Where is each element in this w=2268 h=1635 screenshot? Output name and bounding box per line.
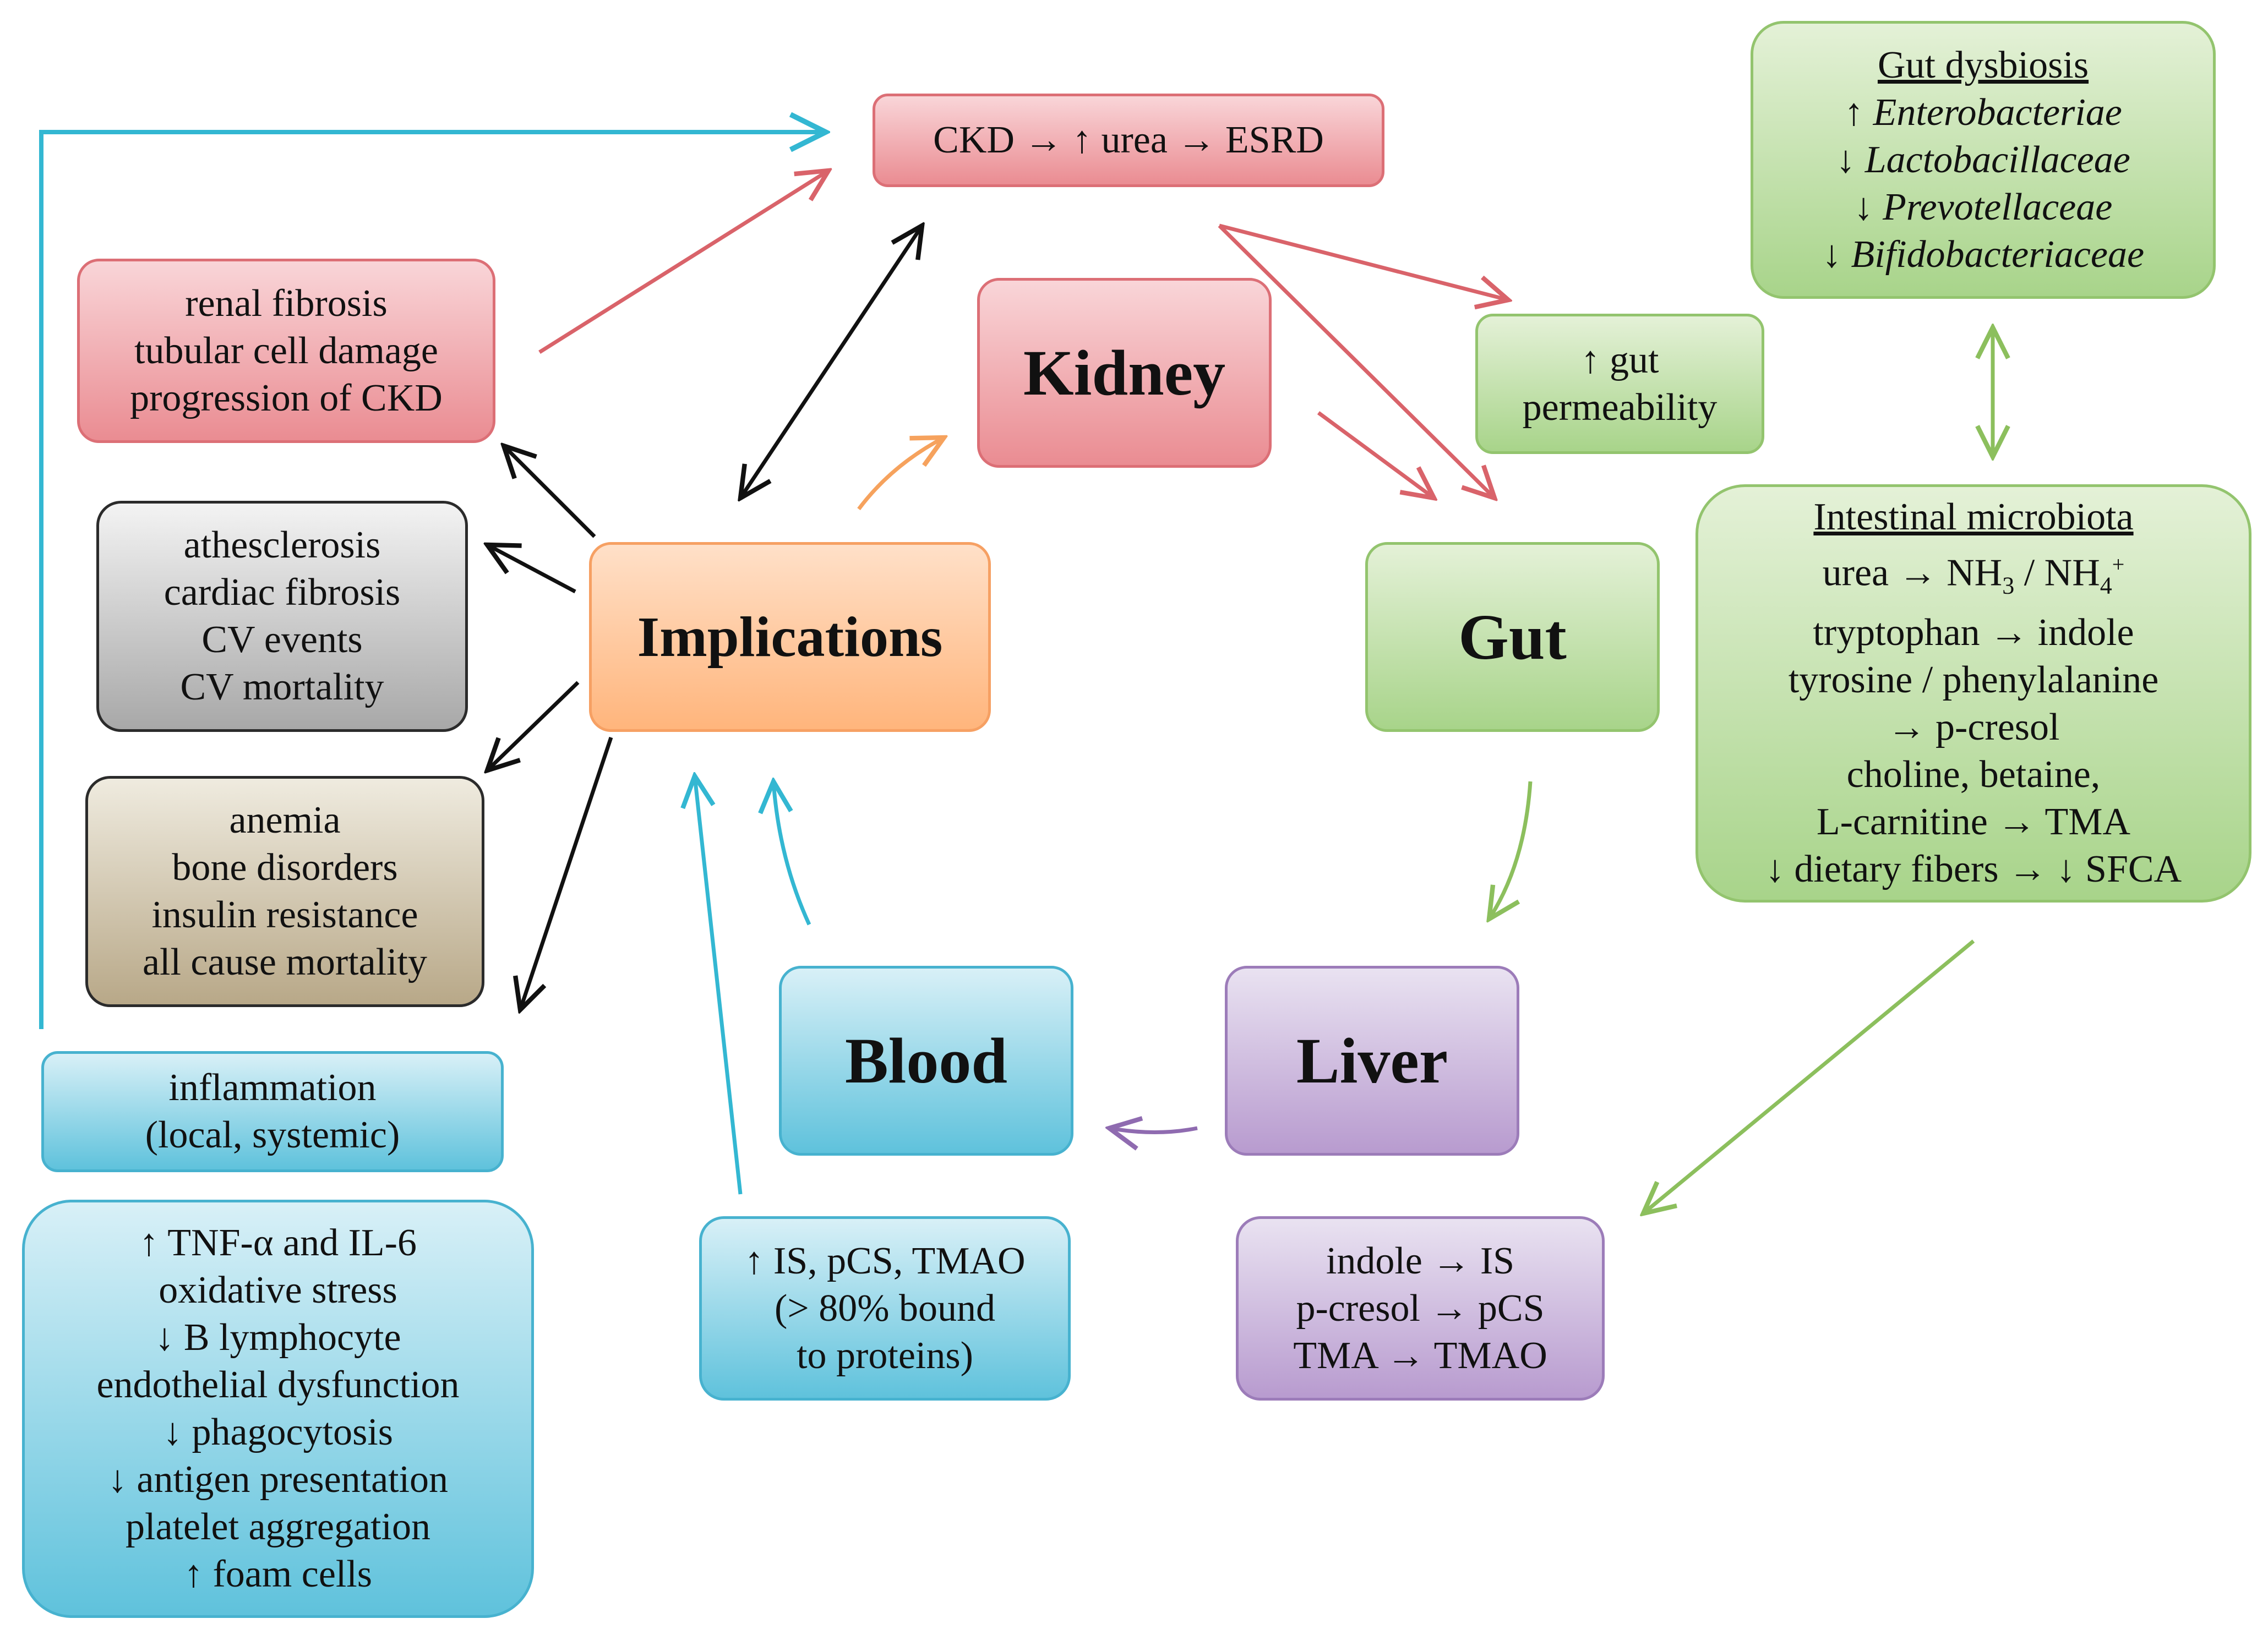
immune-line: oxidative stress (159, 1269, 397, 1311)
conversion-line: p-cresol → pCS (1296, 1287, 1545, 1330)
systemic-line: insulin resistance (151, 894, 418, 936)
gut-box: Gut (1365, 542, 1660, 732)
microbiota-heading: Intestinal microbiota (1813, 495, 2134, 538)
toxins-box: ↑ IS, pCS, TMAO (> 80% bound to proteins… (699, 1216, 1071, 1401)
systemic-line: bone disorders (172, 846, 398, 889)
gut-permeability-box: ↑ gut permeability (1475, 314, 1764, 454)
arrow-liver-to-blood (1109, 1128, 1198, 1133)
arrow-gut-to-liver (1489, 781, 1533, 919)
cardio-line: cardiac fibrosis (163, 571, 401, 614)
cardio-line: CV mortality (180, 666, 384, 708)
inflammation-box: inflammation (local, systemic) (41, 1051, 504, 1172)
immune-line: endothelial dysfunction (96, 1364, 460, 1406)
microbiota-line: L-carnitine → TMA (1816, 801, 2131, 844)
immune-line: ↓ phagocytosis (162, 1411, 394, 1453)
inflammation-line: (local, systemic) (145, 1114, 400, 1156)
dysbiosis-heading: Gut dysbiosis (1877, 43, 2089, 86)
gut-dysbiosis-box: Gut dysbiosis ↑ Enterobacteriae ↓ Lactob… (1751, 21, 2216, 299)
liver-box: Liver (1225, 966, 1519, 1156)
arrow-implications-to-cardio (487, 545, 576, 594)
cardio-line: athesclerosis (183, 524, 381, 566)
liver-conversion-box: indole → IS p-cresol → pCS TMA → TMAO (1236, 1216, 1605, 1401)
arrow-implications-ckd (740, 226, 922, 498)
inflammation-line: inflammation (168, 1067, 377, 1109)
microbiota-line: ↓ dietary fibers → ↓ SFCA (1765, 848, 2182, 891)
implications-box: Implications (589, 542, 991, 732)
dysbiosis-item: ↓ Bifidobacteriaceae (1822, 233, 2145, 276)
systemic-line: anemia (229, 799, 341, 841)
arrow-blood-to-implications (773, 781, 811, 926)
arrow-renal-to-ckd (538, 171, 828, 354)
microbiota-line: choline, betaine, (1846, 753, 2101, 796)
arrow-kidney-to-gut (1317, 411, 1434, 498)
microbiota-line: tyrosine / phenylalanine (1788, 659, 2159, 702)
immune-line: ↑ TNF-α and IL-6 (139, 1222, 417, 1264)
immune-line: ↓ antigen presentation (107, 1458, 449, 1501)
dysbiosis-item: ↑ Enterobacteriae (1844, 91, 2122, 134)
renal-box: renal fibrosis tubular cell damage progr… (77, 259, 495, 443)
renal-line: tubular cell damage (134, 329, 438, 372)
kidney-box: Kidney (977, 278, 1272, 468)
permeability-line: permeability (1522, 386, 1718, 429)
renal-line: renal fibrosis (185, 282, 388, 325)
ckd-text: CKD → ↑ urea → ESRD (933, 119, 1324, 161)
arrow-toxins-to-implications (695, 776, 743, 1195)
renal-line: progression of CKD (130, 376, 443, 419)
arrow-implications-to-kidney (857, 438, 944, 511)
cardio-box: athesclerosis cardiac fibrosis CV events… (96, 501, 468, 732)
systemic-box: anemia bone disorders insulin resistance… (85, 776, 484, 1007)
immune-line: ↓ B lymphocyte (155, 1316, 401, 1359)
implications-title: Implications (637, 605, 943, 669)
conversion-line: TMA → TMAO (1293, 1334, 1547, 1377)
blood-box: Blood (779, 966, 1073, 1156)
toxins-line: to proteins) (797, 1334, 973, 1377)
toxins-line: (> 80% bound (774, 1287, 996, 1330)
arrow-microbiota-to-conversion (1643, 939, 1975, 1213)
conversion-line: indole → IS (1326, 1239, 1515, 1282)
kidney-title: Kidney (1023, 336, 1226, 409)
liver-title: Liver (1296, 1024, 1448, 1097)
gut-title: Gut (1458, 600, 1567, 673)
microbiota-urea-line: urea → NH3 / NH4+ (1822, 551, 2125, 599)
toxins-line: ↑ IS, pCS, TMAO (744, 1239, 1026, 1282)
microbiota-line: → p-cresol (1887, 706, 2060, 749)
arrow-implications-to-inflammation (520, 736, 613, 1010)
ckd-box: CKD → ↑ urea → ESRD (873, 94, 1384, 187)
intestinal-microbiota-box: Intestinal microbiota urea → NH3 / NH4+ … (1695, 484, 2251, 903)
arrow-implications-to-systemic (487, 681, 580, 770)
microbiota-line: tryptophan → indole (1813, 611, 2134, 654)
dysbiosis-item: ↓ Lactobacillaceae (1836, 138, 2130, 181)
dysbiosis-item: ↓ Prevotellaceae (1853, 185, 2113, 228)
permeability-line: ↑ gut (1580, 338, 1659, 381)
cardio-line: CV events (201, 619, 363, 661)
immune-box: ↑ TNF-α and IL-6 oxidative stress ↓ B ly… (22, 1200, 534, 1618)
immune-line: ↑ foam cells (183, 1553, 373, 1595)
systemic-line: all cause mortality (142, 941, 428, 983)
arrow-implications-to-renal (504, 446, 596, 538)
immune-line: platelet aggregation (126, 1506, 430, 1548)
blood-title: Blood (844, 1024, 1008, 1097)
